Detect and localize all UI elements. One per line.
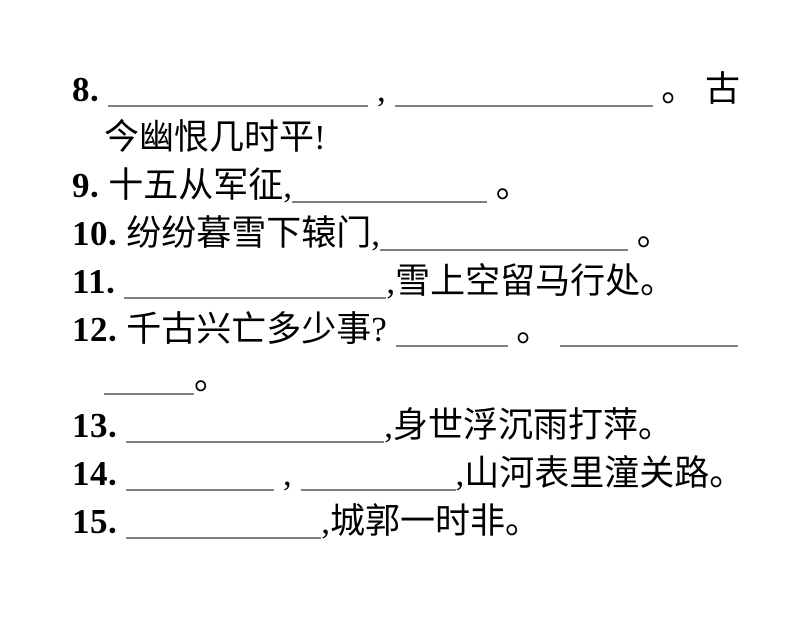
question-12-continued: 。 (72, 354, 794, 402)
answer-blank (126, 459, 275, 491)
question-text: ,雪上空留马行处。 (386, 262, 676, 301)
question-number: 14. (72, 454, 118, 493)
question-12: 12.千古兴亡多少事? 。 (72, 306, 794, 354)
answer-blank (126, 411, 385, 443)
question-text: 。 (507, 310, 561, 349)
question-number: 10. (72, 214, 118, 253)
question-8-continued: 今幽恨几时平! (72, 114, 794, 162)
question-text: 。 古 (652, 70, 741, 109)
question-15: 15. ,城郭一时非。 (72, 498, 794, 546)
question-text: 十五从军征, (108, 166, 293, 205)
question-number: 9. (72, 166, 100, 205)
question-text: 。 (628, 214, 672, 253)
question-text: 今幽恨几时平! (104, 118, 326, 157)
answer-blank (560, 315, 739, 347)
question-number: 15. (72, 502, 118, 541)
question-text: , (368, 70, 395, 109)
question-14: 14. , ,山河表里潼关路。 (72, 450, 794, 498)
answer-blank (126, 507, 322, 539)
question-13: 13. ,身世浮沉雨打萍。 (72, 402, 794, 450)
question-list: 8. , 。 古今幽恨几时平!9.十五从军征, 。10.纷纷暮雪下辕门, 。11… (72, 66, 794, 546)
question-text: , (274, 454, 301, 493)
question-number: 12. (72, 310, 118, 349)
question-text: ,山河表里潼关路。 (455, 454, 745, 493)
answer-blank (108, 75, 369, 107)
answer-blank (292, 171, 488, 203)
question-11: 11. ,雪上空留马行处。 (72, 258, 794, 306)
question-text: 纷纷暮雪下辕门, (126, 214, 381, 253)
question-number: 8. (72, 70, 100, 109)
answer-blank (104, 363, 194, 395)
answer-blank (380, 219, 629, 251)
question-text: 千古兴亡多少事? (126, 310, 396, 349)
question-8: 8. , 。 古 (72, 66, 794, 114)
answer-blank (124, 267, 387, 299)
question-number: 13. (72, 406, 118, 445)
question-number: 11. (72, 262, 116, 301)
question-text: ,身世浮沉雨打萍。 (384, 406, 674, 445)
answer-blank (395, 315, 508, 347)
question-text: 。 (487, 166, 531, 205)
answer-blank (300, 459, 456, 491)
answer-blank (394, 75, 653, 107)
question-10: 10.纷纷暮雪下辕门, 。 (72, 210, 794, 258)
question-9: 9.十五从军征, 。 (72, 162, 794, 210)
question-text: ,城郭一时非。 (321, 502, 541, 541)
question-text: 。 (194, 358, 230, 397)
